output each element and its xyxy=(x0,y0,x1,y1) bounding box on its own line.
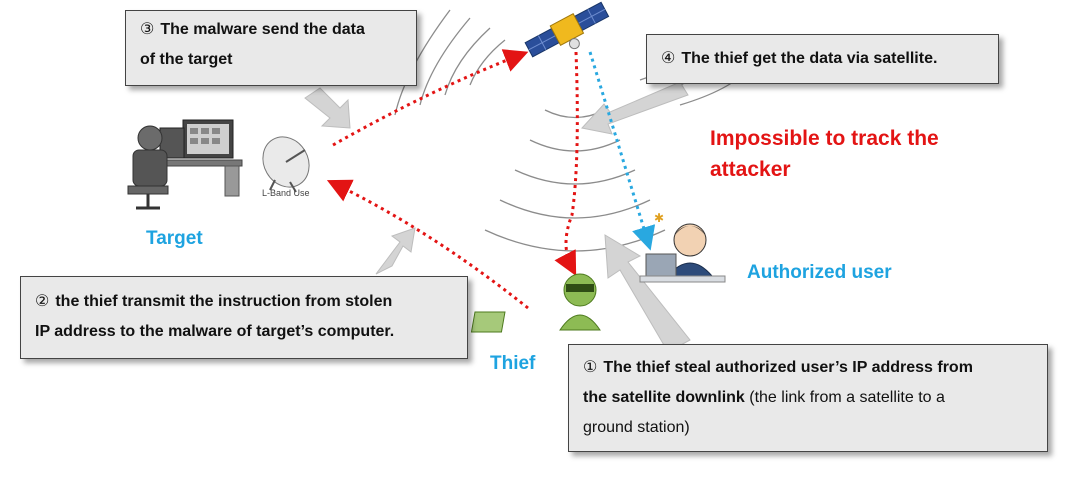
step3-line1: The malware send the data xyxy=(160,21,365,38)
red-dotted-arrows xyxy=(326,49,579,310)
warning-line1: Impossible to track the xyxy=(710,127,939,150)
target-computer-illustration xyxy=(127,119,243,210)
warning-line2: attacker xyxy=(710,158,791,181)
target-label: Target xyxy=(146,228,203,249)
step2-line2: IP address to the malware of target’s co… xyxy=(35,323,395,340)
step2-callout: ② the thief transmit the instruction from… xyxy=(20,276,468,359)
step4-text: The thief get the data via satellite. xyxy=(681,50,938,67)
svg-text:✱: ✱ xyxy=(654,211,664,225)
dish-antenna-icon: L-Band Use xyxy=(262,136,310,198)
arrow-target-to-satellite xyxy=(332,49,529,147)
step1-callout: ① The thief steal authorized user’s IP ad… xyxy=(568,344,1048,452)
step3-line2: of the target xyxy=(140,51,233,68)
gray-arrow-step1 xyxy=(604,234,691,353)
step4-callout: ④ The thief get the data via satellite. xyxy=(646,34,999,84)
step1-number: ① xyxy=(583,359,598,376)
satellite-icon xyxy=(524,1,610,58)
step1-line2-rest: (the link from a satellite to a xyxy=(744,389,945,406)
arrow-thief-to-dish xyxy=(326,179,529,310)
gray-arrow-step2 xyxy=(375,227,416,275)
step1-line3: ground station) xyxy=(583,419,690,436)
thief-illustration xyxy=(470,273,601,333)
arrow-satellite-to-user xyxy=(588,51,656,251)
untraceable-warning: Impossible to track the attacker xyxy=(710,123,939,185)
step3-callout: ③ The malware send the data of the target xyxy=(125,10,417,86)
arrow-satellite-to-thief xyxy=(554,51,579,276)
step3-number: ③ xyxy=(140,21,155,38)
step1-line1: The thief steal authorized user’s IP add… xyxy=(603,359,973,376)
authorized-user-illustration: ✱ xyxy=(639,211,726,283)
step4-number: ④ xyxy=(661,50,676,67)
step2-number: ② xyxy=(35,293,50,310)
step2-line1: the thief transmit the instruction from … xyxy=(55,293,393,310)
gray-arrow-step4 xyxy=(581,81,689,135)
step1-line2-bold: the satellite downlink xyxy=(583,389,745,406)
gray-arrow-step3 xyxy=(304,87,351,129)
dish-antenna-label: L-Band Use xyxy=(262,188,310,198)
thief-label: Thief xyxy=(490,353,536,374)
authorized-user-label: Authorized user xyxy=(747,262,892,283)
gray-pointer-arrows xyxy=(304,81,691,353)
